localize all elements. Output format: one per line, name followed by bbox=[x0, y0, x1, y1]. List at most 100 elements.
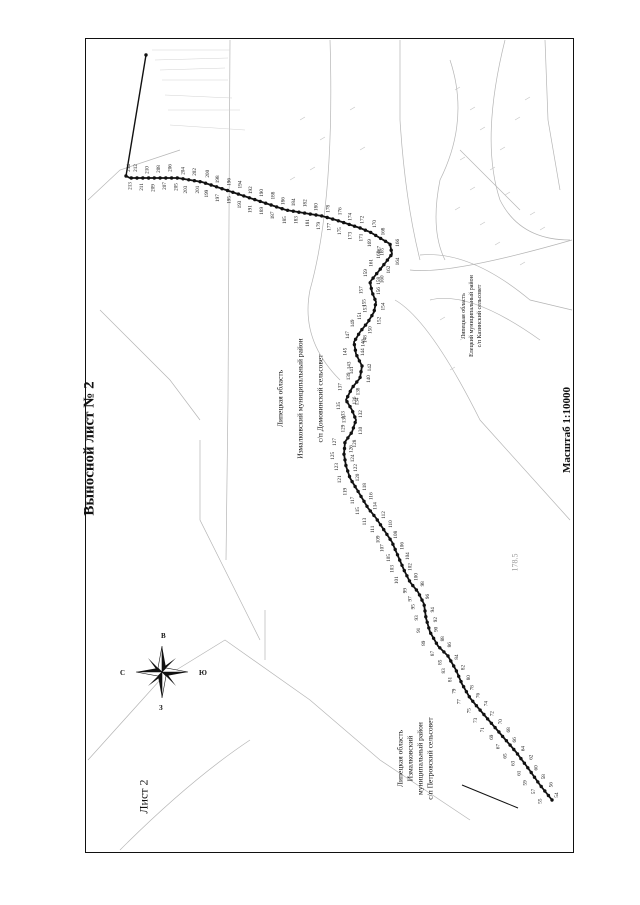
route-point-label-192: 192 bbox=[248, 186, 254, 194]
route-point-label-111: 111 bbox=[370, 525, 376, 533]
route-point-168 bbox=[378, 236, 383, 241]
route-point-label-58: 58 bbox=[541, 774, 547, 780]
route-point-151 bbox=[367, 318, 371, 323]
route-point-62 bbox=[522, 761, 527, 765]
route-point-label-131: 131 bbox=[342, 415, 348, 423]
route-point-163 bbox=[385, 258, 390, 262]
route-point-label-123: 123 bbox=[334, 463, 340, 471]
route-point-label-169: 169 bbox=[367, 239, 373, 247]
route-point-118 bbox=[356, 489, 360, 494]
route-point-123 bbox=[344, 463, 348, 468]
route-point-190 bbox=[258, 199, 262, 204]
route-point-102 bbox=[402, 568, 406, 573]
route-point-71 bbox=[489, 721, 494, 725]
route-point-label-167: 167 bbox=[376, 246, 382, 254]
route-point-73 bbox=[482, 712, 486, 717]
route-point-205 bbox=[175, 176, 179, 180]
route-point-label-81: 81 bbox=[447, 677, 453, 683]
route-point-label-132: 132 bbox=[358, 410, 364, 418]
route-point-171 bbox=[363, 228, 368, 232]
route-point-169 bbox=[374, 233, 378, 238]
route-point-label-147: 147 bbox=[345, 331, 351, 339]
route-point-label-92: 92 bbox=[433, 617, 439, 623]
route-point-labels: 5455565758596061626364656667686970717273… bbox=[126, 164, 560, 804]
compass-north: С bbox=[120, 669, 126, 677]
route-point-label-153: 153 bbox=[363, 305, 369, 313]
route-point-label-83: 83 bbox=[441, 668, 447, 674]
elevation-mark: 178.5 bbox=[510, 553, 520, 572]
route-point-159 bbox=[371, 276, 375, 280]
route-point-138 bbox=[351, 384, 355, 389]
route-point-60 bbox=[529, 770, 533, 775]
route-point-72 bbox=[485, 717, 490, 721]
route-point-label-63: 63 bbox=[511, 760, 517, 766]
route-point-76 bbox=[471, 699, 475, 703]
route-point-label-174: 174 bbox=[348, 213, 354, 221]
route-point-162 bbox=[382, 262, 386, 267]
route-point-179 bbox=[320, 214, 324, 218]
route-point-label-103: 103 bbox=[390, 565, 396, 573]
route-point-176 bbox=[336, 219, 340, 223]
route-point-81 bbox=[457, 674, 461, 678]
route-point-label-115: 115 bbox=[355, 507, 361, 515]
route-point-182 bbox=[302, 211, 307, 215]
route-point-label-76: 76 bbox=[476, 693, 482, 699]
route-point-206 bbox=[169, 176, 174, 180]
route-point-108 bbox=[388, 537, 392, 541]
route-point-57 bbox=[539, 784, 543, 789]
route-point-label-214: 214 bbox=[126, 164, 132, 172]
route-point-192 bbox=[247, 196, 251, 200]
route-point-label-199: 199 bbox=[204, 189, 210, 197]
route-point-55 bbox=[546, 793, 551, 798]
route-point-148 bbox=[356, 332, 361, 336]
route-point-label-57: 57 bbox=[531, 789, 537, 795]
route-point-label-187: 187 bbox=[270, 211, 276, 219]
route-point-label-119: 119 bbox=[343, 488, 349, 496]
route-point-label-181: 181 bbox=[305, 219, 311, 227]
route-point-115 bbox=[365, 504, 369, 508]
route-point-label-64: 64 bbox=[521, 746, 527, 752]
route-point-131 bbox=[353, 420, 357, 425]
route-point-193 bbox=[242, 194, 246, 198]
route-point-label-108: 108 bbox=[393, 530, 399, 538]
route-point-167 bbox=[383, 239, 388, 243]
route-point-label-201: 201 bbox=[195, 185, 201, 193]
route-point-label-117: 117 bbox=[350, 496, 356, 504]
route-point-74 bbox=[478, 708, 482, 712]
route-point-67 bbox=[504, 739, 509, 743]
route-point-label-162: 162 bbox=[386, 265, 392, 273]
route-point-label-126: 126 bbox=[348, 445, 354, 453]
route-point-189 bbox=[264, 201, 268, 205]
route-point-91 bbox=[427, 626, 431, 630]
route-point-label-77: 77 bbox=[457, 699, 463, 705]
route-point-126 bbox=[342, 446, 347, 451]
route-point-92 bbox=[425, 620, 429, 624]
route-point-58 bbox=[536, 780, 540, 784]
route-point-label-197: 197 bbox=[215, 194, 221, 202]
route-point-170 bbox=[369, 230, 373, 235]
route-point-label-129: 129 bbox=[341, 424, 347, 432]
route-point-label-168: 168 bbox=[381, 227, 387, 235]
route-point-label-160: 160 bbox=[380, 275, 386, 283]
route-point-label-79: 79 bbox=[452, 688, 458, 694]
route-point-160 bbox=[375, 271, 379, 276]
route-point-label-54: 54 bbox=[554, 792, 560, 798]
route-point-label-87: 87 bbox=[430, 651, 436, 657]
route-point-label-65: 65 bbox=[502, 753, 508, 759]
route-point-125 bbox=[342, 452, 346, 456]
route-point-75 bbox=[474, 704, 479, 708]
route-point-label-166: 166 bbox=[395, 239, 401, 247]
route-point-59 bbox=[532, 775, 537, 779]
route-point-199 bbox=[209, 183, 213, 187]
compass-south: Ю bbox=[199, 669, 207, 677]
route-point-86 bbox=[442, 650, 446, 654]
route-point-label-175: 175 bbox=[337, 227, 343, 235]
route-point-label-207: 207 bbox=[162, 182, 168, 190]
route-point-label-97: 97 bbox=[407, 596, 413, 602]
route-point-98 bbox=[414, 588, 419, 592]
route-point-label-139: 139 bbox=[346, 372, 352, 380]
route-point-69 bbox=[497, 730, 501, 734]
route-point-label-100: 100 bbox=[414, 573, 420, 581]
route-point-144 bbox=[355, 354, 359, 358]
route-point-label-170: 170 bbox=[372, 220, 378, 228]
